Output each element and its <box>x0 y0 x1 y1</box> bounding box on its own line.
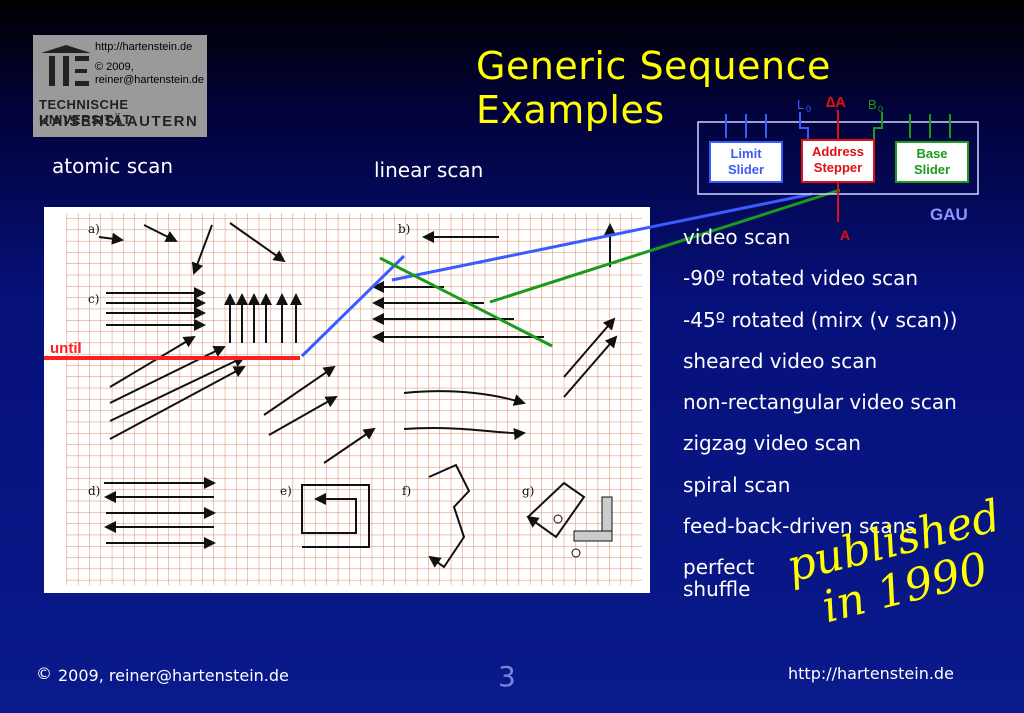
scan-types-list: video scan -90º rotated video scan -45º … <box>683 222 957 552</box>
panel-label-g: g) <box>522 484 534 498</box>
atomic-scan-label: atomic scan <box>52 154 174 178</box>
linear-scan-label: linear scan <box>374 158 484 182</box>
perfect-shuffle-line2: shuffle <box>683 577 751 601</box>
gau-delta-a: ∆A <box>826 94 846 111</box>
list-item: video scan <box>683 225 791 249</box>
list-item: zigzag video scan <box>683 431 861 456</box>
base-slider-line1: Base <box>916 146 947 161</box>
slide-title: Generic Sequence Examples <box>476 44 831 132</box>
perfect-shuffle: perfect shuffle <box>683 556 793 600</box>
gau-b0-sub: 0 <box>878 104 883 114</box>
logo-university-line1: TECHNISCHE UNIVERSITÄT <box>39 97 132 127</box>
base-slider-line2: Slider <box>914 162 950 177</box>
list-item: -45º rotated (mirx (v scan)) <box>683 307 958 332</box>
address-stepper-line1: Address <box>812 144 864 159</box>
scan-patterns-diagram: a) b) c) d) e) f) g) <box>66 213 642 585</box>
list-item: spiral scan <box>683 472 791 497</box>
limit-slider-line1: Limit <box>730 146 762 161</box>
limit-slider-line2: Slider <box>728 162 764 177</box>
gau-l0: L <box>797 97 804 112</box>
footer-right: http://hartenstein.de <box>788 664 954 683</box>
gau-name: GAU <box>930 205 968 224</box>
gau-output: A <box>840 227 850 243</box>
logo-university-line2: KAISERSLAUTERN <box>39 113 199 130</box>
list-item: -90º rotated video scan <box>683 266 919 291</box>
panel-label-a: a) <box>88 222 100 236</box>
logo-email: reiner@hartenstein.de <box>95 74 205 86</box>
footer-copyright-symbol: © <box>36 664 52 683</box>
perfect-shuffle-line1: perfect <box>683 555 755 579</box>
scan-patterns-figure: a) b) c) d) e) f) g) <box>44 207 650 593</box>
footer-left: 2009, reiner@hartenstein.de <box>58 666 289 685</box>
panel-label-b: b) <box>398 222 410 236</box>
list-item: feed-back-driven scans <box>683 514 916 539</box>
page-number: 3 <box>498 660 516 693</box>
gau-block-diagram: Limit Slider Address Stepper Base Slider… <box>697 94 979 243</box>
panel-label-f: f) <box>402 484 411 498</box>
panel-label-e: e) <box>280 484 292 498</box>
until-label: until <box>50 340 82 357</box>
gau-l0-sub: 0 <box>806 104 811 114</box>
gau-b0: B <box>868 97 877 112</box>
panel-label-c: c) <box>88 292 99 306</box>
logo-copyright: © 2009, <box>95 61 134 73</box>
list-item: sheared video scan <box>683 348 878 373</box>
university-logo-icon <box>41 45 91 86</box>
gau-diagram: Limit Slider Address Stepper Base Slider… <box>690 92 990 257</box>
list-item: non-rectangular video scan <box>683 390 957 415</box>
logo: http://hartenstein.de © 2009, reiner@har… <box>33 35 207 137</box>
panel-label-d: d) <box>88 484 100 498</box>
address-stepper-line2: Stepper <box>814 160 862 175</box>
logo-url: http://hartenstein.de <box>95 41 193 53</box>
